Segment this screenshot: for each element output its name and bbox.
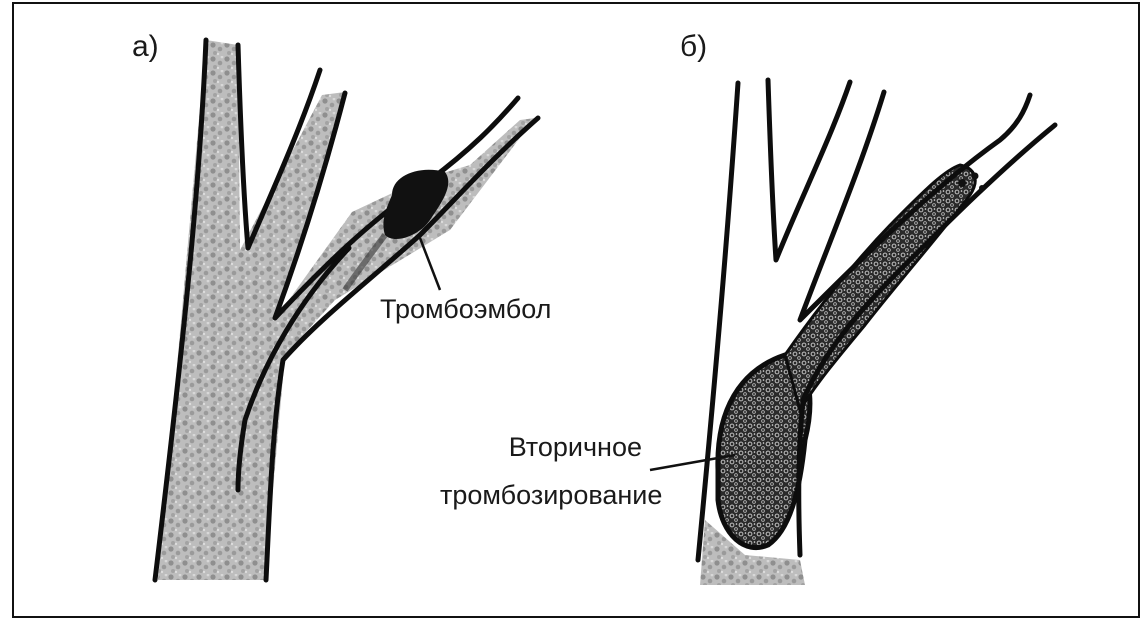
thromboembolus-label: Тромбоэмбол [380, 294, 551, 325]
panel-b-vessel [650, 80, 1055, 585]
panel-a-label: а) [132, 30, 159, 65]
callout-line-a [420, 238, 440, 290]
secondary-thrombosis-label-line2: тромбозирование [440, 480, 654, 511]
secondary-thrombosis-label-line1: Вторичное [448, 432, 642, 463]
panel-b-label: б) [680, 30, 707, 65]
